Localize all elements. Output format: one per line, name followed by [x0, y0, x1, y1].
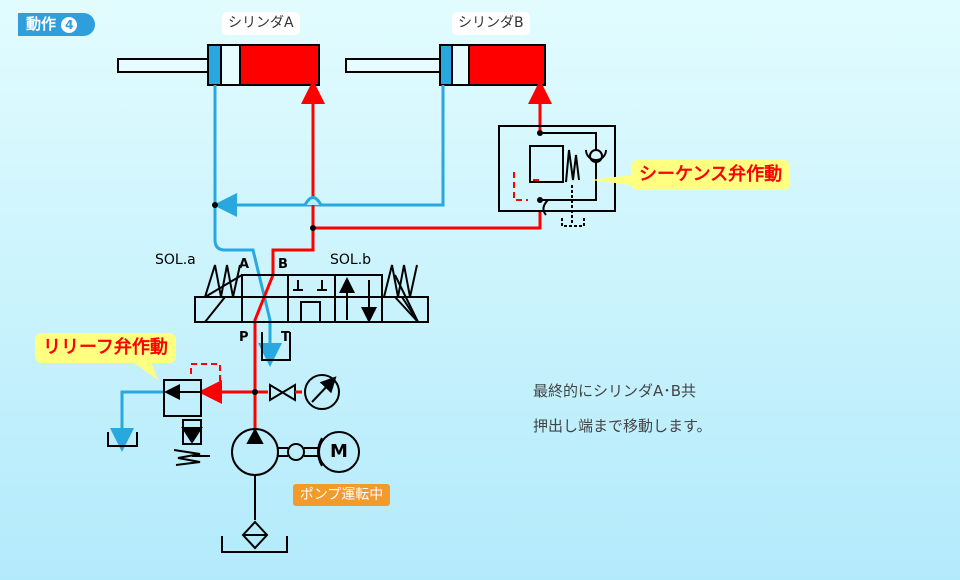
sol-b-label: SOL.b [330, 252, 372, 268]
cylinder-b [345, 44, 546, 86]
port-t-label: T [281, 330, 290, 345]
motor-label: M [330, 441, 348, 462]
cylinder-a-label: シリンダA [222, 12, 300, 35]
return-lines [110, 85, 445, 452]
port-b-label: B [278, 257, 288, 272]
pump-status-label: ポンプ運転中 [293, 484, 390, 506]
cylinder-a [117, 44, 320, 86]
port-p-label: P [239, 330, 249, 345]
sequence-valve-callout: シーケンス弁作動 [631, 160, 791, 190]
step-number: 4 [61, 17, 78, 33]
cylinder-b-label: シリンダB [452, 12, 530, 35]
port-a-label: A [239, 257, 250, 272]
note-line-2: 押出し端まで移動します。 [533, 417, 712, 435]
step-title: 動作 [26, 15, 57, 33]
pressure-gauge [269, 374, 340, 410]
step-badge: 動作 4 [18, 13, 95, 36]
pressure-lines [198, 80, 552, 430]
note-line-1: 最終的にシリンダA･B共 [533, 382, 697, 400]
relief-valve-callout: リリーフ弁作動 [35, 333, 176, 363]
directional-valve [194, 264, 429, 361]
sol-a-label: SOL.a [155, 252, 196, 268]
sequence-valve [498, 125, 616, 227]
pump-unit [221, 427, 360, 553]
relief-valve [107, 363, 221, 466]
